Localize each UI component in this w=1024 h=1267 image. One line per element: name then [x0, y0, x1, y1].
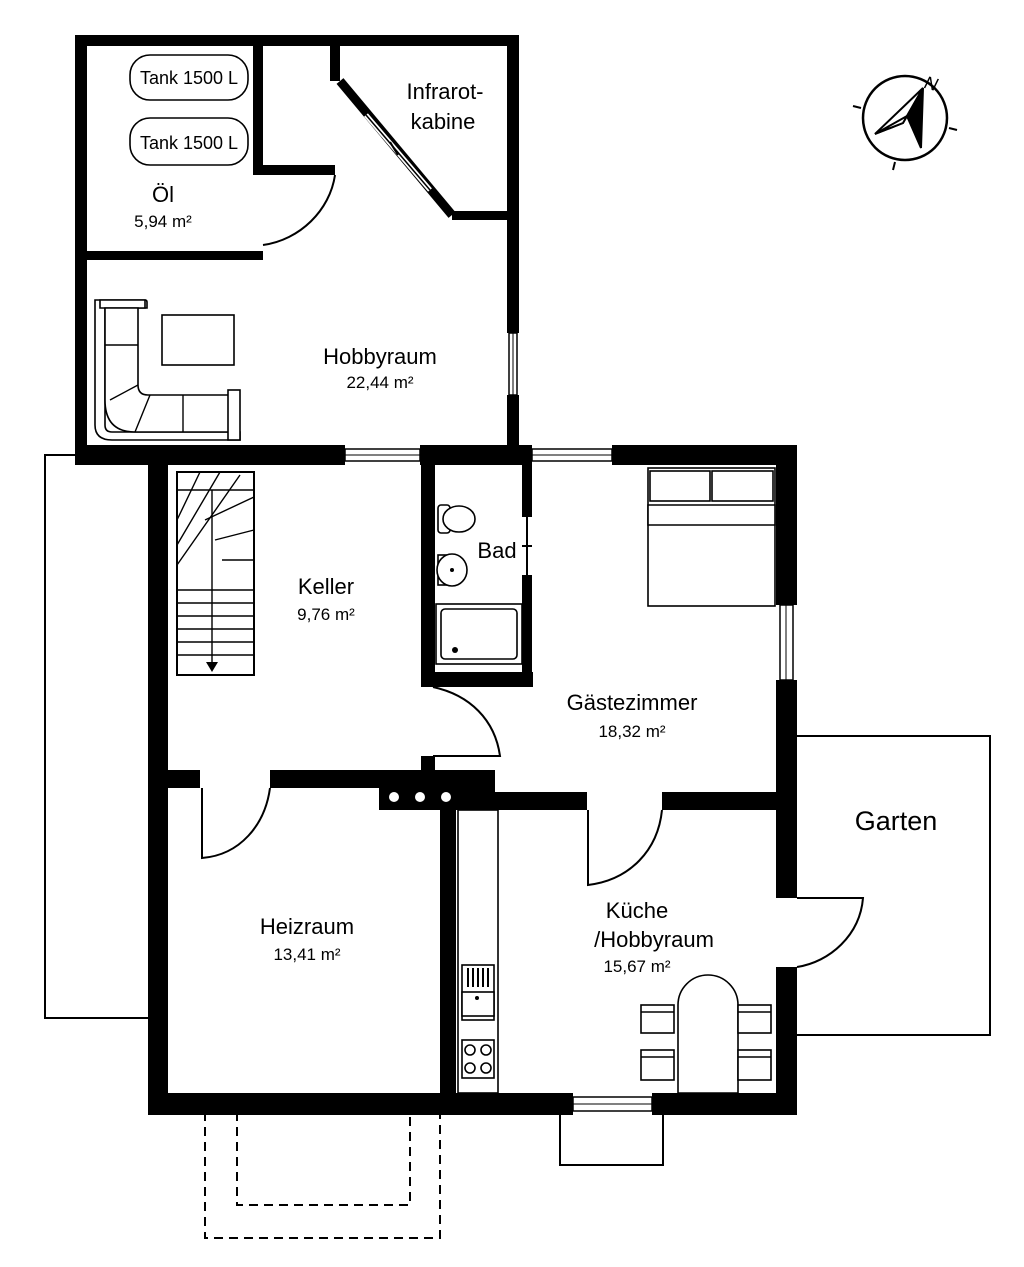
room-gaestezimmer-area: 18,32 m² — [598, 722, 665, 741]
walls — [75, 35, 797, 1115]
side-terrace-outline — [44, 454, 150, 1019]
windows — [344, 332, 794, 1112]
outdoor-steps-dashed — [204, 1112, 441, 1239]
staircase — [176, 471, 255, 676]
chimney-flues — [389, 792, 451, 802]
room-heizraum-area: 13,41 m² — [273, 945, 340, 964]
room-bad-name: Bad — [477, 538, 516, 563]
tank-label-2: Tank 1500 L — [140, 133, 238, 153]
north-arrow-icon — [874, 87, 924, 149]
room-infrarot-line2: kabine — [411, 109, 476, 134]
compass-north-label: N — [922, 72, 941, 95]
double-bed — [647, 467, 776, 607]
tank-label-1: Tank 1500 L — [140, 68, 238, 88]
shower-tray — [435, 603, 523, 665]
oil-tank-2: Tank 1500 L — [129, 117, 249, 166]
garden-outline — [797, 735, 991, 1036]
corner-sofa — [94, 299, 241, 441]
coffee-table — [161, 314, 235, 366]
room-keller-name: Keller — [298, 574, 354, 599]
room-kueche-line2: /Hobbyraum — [594, 927, 714, 952]
room-kueche-area: 15,67 m² — [603, 957, 670, 976]
compass: N — [852, 72, 958, 171]
room-kueche-line1: Küche — [606, 898, 668, 923]
dining-table — [640, 974, 772, 1094]
room-hobbyraum-name: Hobbyraum — [323, 344, 437, 369]
washbasin — [436, 553, 468, 587]
bay-window-outline — [559, 1110, 664, 1166]
room-gaestezimmer-name: Gästezimmer — [567, 690, 698, 715]
room-heizraum-name: Heizraum — [260, 914, 354, 939]
oil-tank-1: Tank 1500 L — [129, 54, 249, 101]
room-oel-name: Öl — [152, 182, 174, 207]
room-infrarot-line1: Infrarot- — [406, 79, 483, 104]
room-hobbyraum-area: 22,44 m² — [346, 373, 413, 392]
doors — [201, 78, 865, 968]
copyright-notice: © Planreal Immobilien & Bauträger GmbH — [509, 132, 520, 318]
room-keller-area: 9,76 m² — [297, 605, 355, 624]
garden-label: Garten — [855, 806, 938, 836]
kitchen-counter — [457, 809, 499, 1094]
room-oel-area: 5,94 m² — [134, 212, 192, 231]
toilet — [437, 504, 476, 534]
